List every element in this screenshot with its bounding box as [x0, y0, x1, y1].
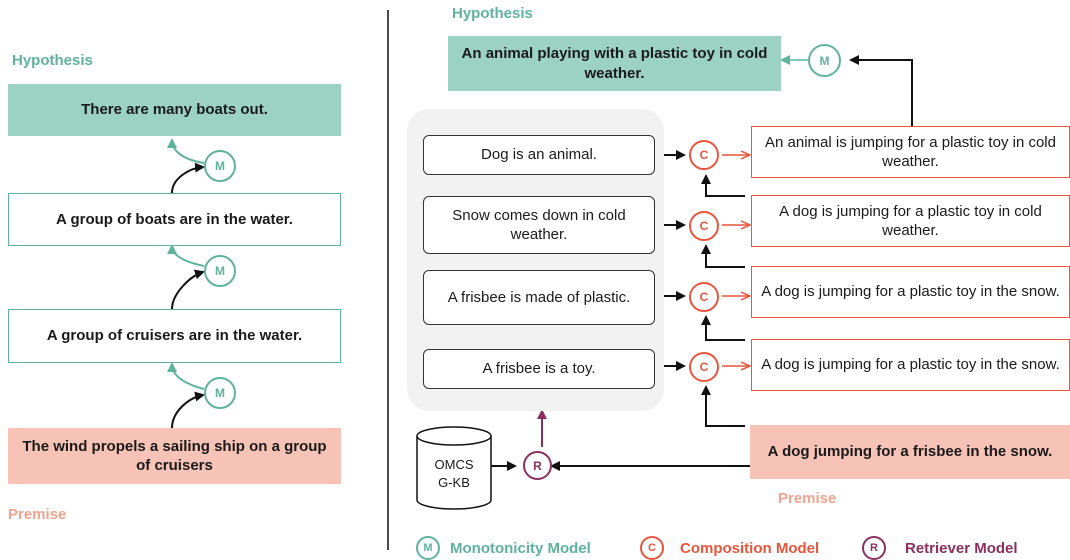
legend-composition-label: Composition Model: [680, 540, 820, 557]
composed-box: A dog is jumping for a plastic toy in th…: [751, 339, 1070, 391]
composition-node: C: [689, 211, 719, 241]
composed-box: A dog is jumping for a plastic toy in co…: [751, 195, 1070, 247]
composition-node: C: [689, 352, 719, 382]
arrow-comp3-to-c2: [701, 244, 745, 268]
retriever-node: R: [523, 451, 552, 480]
composition-node: C: [689, 140, 719, 170]
legend-monotonicity-label: Monotonicity Model: [450, 540, 591, 557]
left-arrow-m-to-hypothesis: [167, 138, 205, 164]
left-arrow-m-to-step1: [167, 244, 205, 267]
legend-composition-icon: C: [640, 536, 664, 560]
right-premise-label: Premise: [778, 490, 837, 507]
left-arrow-premise-to-m: [171, 391, 205, 429]
left-step2-box: A group of cruisers are in the water.: [8, 309, 341, 363]
composition-node: C: [689, 282, 719, 312]
right-premise-box: A dog jumping for a frisbee in the snow.: [750, 425, 1070, 479]
left-arrow-m-to-step2: [167, 362, 205, 390]
legend-retriever-icon: R: [862, 536, 886, 560]
arrow-comp2-to-c1: [701, 174, 745, 197]
knowledge-item: Snow comes down in cold weather.: [423, 196, 655, 254]
knowledge-item: Dog is an animal.: [423, 135, 655, 175]
composed-box: An animal is jumping for a plastic toy i…: [751, 126, 1070, 178]
knowledge-item: A frisbee is a toy.: [423, 349, 655, 389]
right-hypothesis-label: Hypothesis: [452, 5, 533, 22]
right-hypothesis-box: An animal playing with a plastic toy in …: [448, 36, 781, 91]
monotonicity-node: M: [808, 44, 841, 77]
left-step1-box: A group of boats are in the water.: [8, 193, 341, 246]
arrow-premise-to-c4: [701, 385, 745, 427]
kb-label: OMCS G-KB: [434, 457, 474, 490]
monotonicity-node: M: [204, 150, 236, 182]
knowledge-item: A frisbee is made of plastic.: [423, 270, 655, 325]
left-arrow-step2-to-m: [171, 269, 205, 310]
arrow-comp1-to-m: [849, 55, 913, 126]
legend-retriever-label: Retriever Model: [905, 540, 1018, 557]
composed-box: A dog is jumping for a plastic toy in th…: [751, 266, 1070, 318]
monotonicity-node: M: [204, 255, 236, 287]
left-hypothesis-box: There are many boats out.: [8, 84, 341, 136]
left-premise-label: Premise: [8, 506, 67, 523]
left-premise-box: The wind propels a sailing ship on a gro…: [8, 428, 341, 484]
arrow-comp4-to-c3: [701, 315, 745, 341]
left-hypothesis-label: Hypothesis: [12, 52, 93, 69]
kb-cylinder-shape: [416, 426, 492, 510]
left-arrow-step1-to-m: [171, 162, 205, 194]
monotonicity-node: M: [204, 377, 236, 409]
legend-monotonicity-icon: M: [416, 536, 440, 560]
